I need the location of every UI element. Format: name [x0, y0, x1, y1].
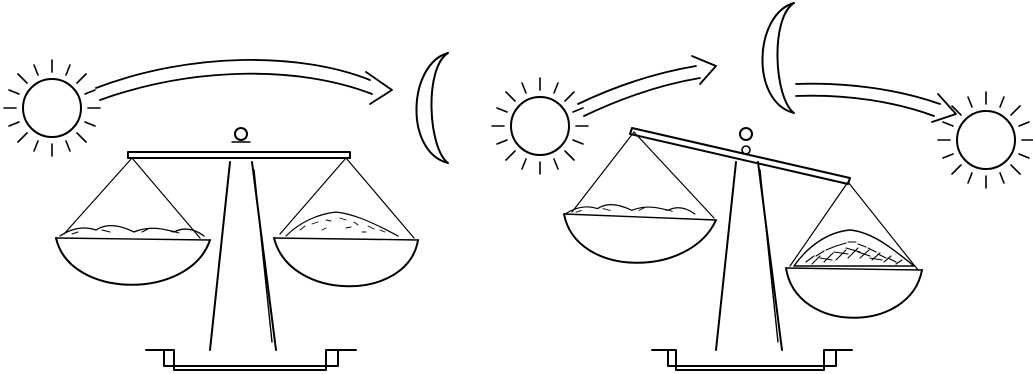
- sun-icon: [4, 60, 100, 156]
- sun-icon: [492, 78, 588, 174]
- crescent-moon-icon: [416, 53, 448, 163]
- arrow-icon: [578, 56, 716, 116]
- crescent-moon-icon: [762, 3, 794, 113]
- panel-tilted: [492, 3, 1033, 370]
- arrow-icon: [96, 60, 392, 104]
- sun-icon: [938, 92, 1033, 188]
- arrow-icon: [796, 84, 956, 122]
- panel-balanced: [4, 53, 448, 370]
- balance-scale-icon: [564, 128, 922, 370]
- balance-scale-icon: [56, 128, 418, 370]
